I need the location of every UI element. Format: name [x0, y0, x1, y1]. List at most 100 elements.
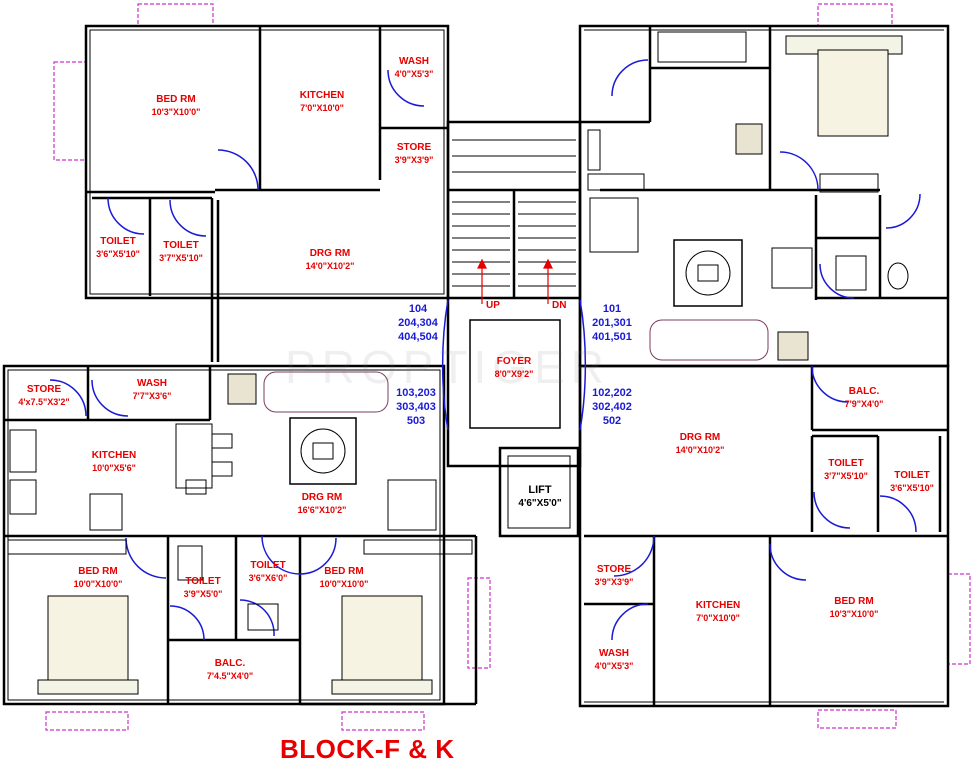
room-size: 7'0"X10'0" [696, 613, 740, 623]
room-size: 8'0"X9'2" [494, 369, 534, 379]
room-label: STORE 3'9"X3'9" [595, 564, 634, 588]
walls [2, 24, 950, 708]
room-name: BED RM [324, 566, 364, 577]
lift-name: LIFT [528, 484, 552, 496]
unit-number: 502 [602, 415, 622, 427]
plan-title: BLOCK-F & K [280, 734, 455, 764]
room-size: 3'6"X5'10" [890, 483, 934, 493]
room-name: KITCHEN [299, 90, 345, 101]
unit-number-group: 103,203 303,403 503 [396, 386, 436, 428]
unit-number: 102,202 [592, 387, 632, 399]
room-name: FOYER [496, 356, 532, 367]
room-name: KITCHEN [91, 450, 137, 461]
room-label: KITCHEN 7'0"X10'0" [300, 90, 344, 114]
room-size: 14'0"X10'2" [675, 445, 725, 455]
room-size: 4'0"X5'3" [394, 69, 434, 79]
room-size: 3'9"X3'9" [594, 577, 634, 587]
room-name: TOILET [185, 576, 221, 587]
room-name: DRG RM [309, 248, 351, 259]
room-name: BALC. [848, 386, 880, 397]
room-label: WASH 4'0"X5'3" [395, 56, 434, 80]
room-label: TOILET 3'7"X5'10" [159, 240, 203, 264]
unit-number: 204,304 [398, 317, 438, 329]
doors [49, 59, 921, 641]
room-size: 4'0"X5'3" [594, 661, 634, 671]
room-name: TOILET [163, 240, 199, 251]
room-name: WASH [137, 378, 167, 389]
stair-treads [452, 139, 576, 287]
stair-arrows [477, 258, 553, 304]
room-label: TOILET 3'6"X5'10" [890, 470, 934, 494]
room-label: BED RM 10'3"X10'0" [830, 596, 879, 620]
room-label: BALC. 7'9"X4'0" [845, 386, 884, 410]
unit-number: 401,501 [592, 331, 632, 343]
room-size: 10'3"X10'0" [151, 107, 201, 117]
room-size: 10'0"X10'0" [73, 579, 123, 589]
unit-number-group: 104 204,304 404,504 [398, 302, 438, 344]
unit-number: 201,301 [592, 317, 632, 329]
room-size: 3'6"X5'10" [96, 249, 140, 259]
room-size: 7'7"X3'6" [132, 391, 172, 401]
room-name: STORE [26, 384, 62, 395]
lift-size: 4'6"X5'0" [518, 498, 562, 509]
furniture [7, 31, 909, 695]
room-label: FOYER 8'0"X9'2" [495, 356, 534, 380]
room-size: 14'0"X10'2" [305, 261, 355, 271]
room-name: BALC. [214, 658, 246, 669]
room-label: BED RM 10'0"X10'0" [74, 566, 123, 590]
unit-number: 302,402 [592, 401, 632, 413]
room-name: STORE [596, 564, 632, 575]
unit-number: 303,403 [396, 401, 436, 413]
room-label: BED RM 10'0"X10'0" [320, 566, 369, 590]
room-name: TOILET [100, 236, 136, 247]
unit-number-group: 102,202 302,402 502 [592, 386, 632, 428]
room-size: 3'7"X5'10" [159, 253, 203, 263]
unit-number: 101 [602, 303, 622, 315]
room-label: TOILET 3'9"X5'0" [184, 576, 223, 600]
unit-number: 104 [408, 303, 428, 315]
room-label: DRG RM 14'0"X10'2" [306, 248, 355, 272]
unit-number: 404,504 [398, 331, 438, 343]
room-label: TOILET 3'6"X6'0" [249, 560, 288, 584]
room-size: 7'0"X10'0" [300, 103, 344, 113]
room-size: 3'9"X3'9" [394, 155, 434, 165]
room-size: 4'x7.5"X3'2" [18, 397, 70, 407]
lift-label: LIFT 4'6"X5'0" [518, 484, 561, 510]
room-label: BALC.7'4.5"X4'0" [207, 658, 253, 682]
room-name: BED RM [156, 94, 196, 105]
unit-number: 103,203 [396, 387, 436, 399]
watermark: PROPTIGER [285, 341, 610, 393]
room-name: KITCHEN [695, 600, 741, 611]
room-name: BED RM [78, 566, 118, 577]
room-name: BED RM [834, 596, 874, 607]
room-label: TOILET 3'7"X5'10" [824, 458, 868, 482]
room-label: WASH 7'7"X3'6" [133, 378, 172, 402]
room-size: 3'6"X6'0" [248, 573, 288, 583]
room-name: TOILET [894, 470, 930, 481]
room-size: 10'0"X10'0" [319, 579, 369, 589]
room-label: TOILET 3'6"X5'10" [96, 236, 140, 260]
unit-number: 503 [406, 415, 426, 427]
room-name: DRG RM [679, 432, 721, 443]
room-name: STORE [396, 142, 432, 153]
room-name: TOILET [250, 560, 286, 571]
room-label: WASH 4'0"X5'3" [595, 648, 634, 672]
room-label: STORE 3'9"X3'9" [395, 142, 434, 166]
room-name: TOILET [828, 458, 864, 469]
room-size: 3'9"X5'0" [183, 589, 223, 599]
room-size: 7'9"X4'0" [844, 399, 884, 409]
room-size: 3'7"X5'10" [824, 471, 868, 481]
room-size: 10'0"X5'6" [92, 463, 136, 473]
room-size: 10'3"X10'0" [829, 609, 879, 619]
room-label: BED RM 10'3"X10'0" [152, 94, 201, 118]
room-label: KITCHEN 7'0"X10'0" [696, 600, 740, 624]
room-name: WASH [599, 648, 629, 659]
room-label: DRG RM 14'0"X10'2" [676, 432, 725, 456]
room-label: STORE 4'x7.5"X3'2" [18, 384, 69, 408]
stair-up-label: UP [486, 300, 500, 311]
unit-number-group: 101 201,301 401,501 [592, 302, 632, 344]
room-name: WASH [399, 56, 429, 67]
stair-down-label: DN [552, 300, 567, 311]
